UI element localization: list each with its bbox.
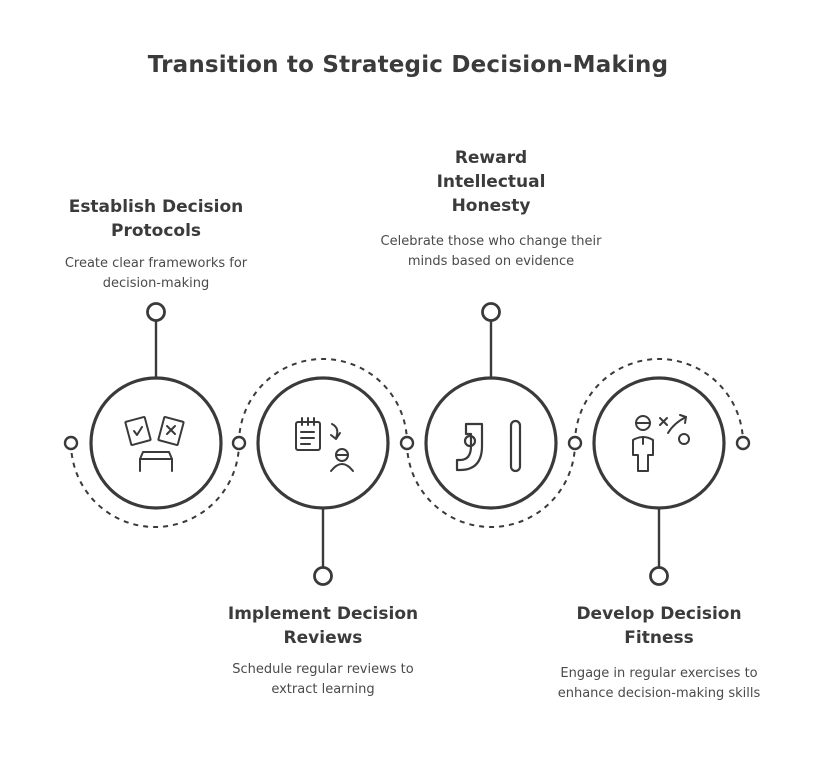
path-node-2 [231, 435, 247, 451]
step-3-description: Celebrate those who change their minds b… [380, 234, 602, 269]
path-node-5 [735, 435, 751, 451]
connector-arc-3 [406, 442, 576, 528]
step-circle-1 [89, 376, 223, 510]
stem-node-2 [313, 566, 333, 586]
stem-node-1 [146, 302, 166, 322]
path-node-4 [567, 435, 583, 451]
diagram-title: Transition to Strategic Decision-Making [147, 52, 669, 78]
step-1-title: Establish Decision Protocols [68, 197, 244, 241]
stem-node-4 [649, 566, 669, 586]
connector-arc-1 [70, 442, 240, 528]
path-node-1 [63, 435, 79, 451]
step-circle-4 [592, 376, 726, 510]
notepad-review-icon [295, 417, 354, 472]
open-mind-icon [455, 419, 522, 473]
step-4-title: Develop Decision Fitness [576, 604, 742, 648]
step-3-title: Reward Intellectual Honesty [436, 148, 546, 216]
connector-arc-2 [238, 358, 408, 444]
step-2-title: Implement Decision Reviews [227, 604, 419, 648]
decision-cards-icon [124, 416, 185, 472]
step-4-description: Engage in regular exercises to enhance d… [557, 666, 761, 701]
step-circle-3 [424, 376, 558, 510]
path-node-3 [399, 435, 415, 451]
step-2-description: Schedule regular reviews to extract lear… [232, 662, 414, 697]
step-1-description: Create clear frameworks for decision-mak… [64, 256, 248, 291]
strategy-person-icon [632, 414, 690, 472]
stem-node-3 [481, 302, 501, 322]
step-circle-2 [256, 376, 390, 510]
connector-arc-4 [574, 358, 744, 444]
